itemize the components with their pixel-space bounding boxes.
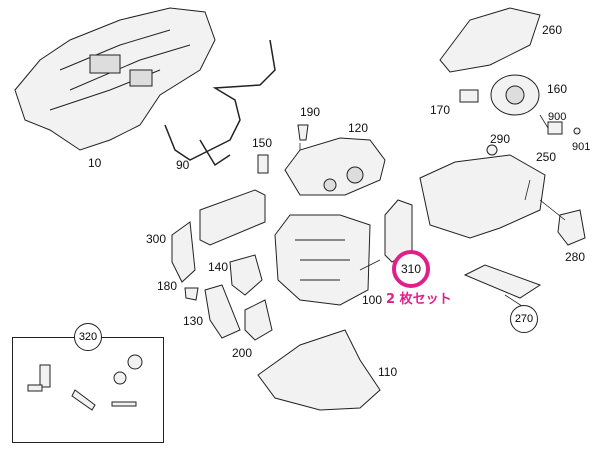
part-320-gear-a bbox=[39, 364, 51, 388]
part-320-rod bbox=[111, 401, 137, 407]
part-290-nut bbox=[486, 144, 498, 156]
label-901: 901 bbox=[572, 141, 591, 153]
label-10: 10 bbox=[88, 156, 102, 170]
part-900-sensor bbox=[547, 121, 563, 135]
label-150: 150 bbox=[252, 136, 273, 150]
label-90: 90 bbox=[176, 158, 190, 172]
label-130: 130 bbox=[183, 314, 204, 328]
label-200: 200 bbox=[232, 346, 253, 360]
callout-310: 310 bbox=[392, 250, 430, 288]
label-110: 110 bbox=[378, 365, 398, 379]
part-320-gear-b bbox=[127, 354, 143, 370]
part-200-link bbox=[244, 299, 273, 341]
part-300-bracket bbox=[171, 221, 196, 283]
label-170: 170 bbox=[430, 103, 451, 117]
label-260: 260 bbox=[542, 23, 563, 37]
label-160: 160 bbox=[547, 82, 568, 96]
part-110-tray bbox=[257, 329, 381, 411]
label-190: 190 bbox=[300, 105, 321, 119]
label-180: 180 bbox=[157, 279, 178, 293]
part-250-blower-housing bbox=[419, 154, 546, 239]
label-300: 300 bbox=[146, 232, 167, 246]
part-260-cover bbox=[439, 7, 541, 73]
part-320-gear-c bbox=[113, 371, 127, 385]
label-900: 900 bbox=[548, 111, 567, 123]
part-280-actuator bbox=[557, 209, 586, 246]
part-300b-panel bbox=[199, 189, 266, 246]
part-150-clip bbox=[257, 154, 269, 174]
label-280: 280 bbox=[565, 250, 586, 264]
part-270-filter bbox=[463, 264, 542, 299]
callout-320: 320 bbox=[74, 323, 102, 351]
label-290: 290 bbox=[490, 132, 511, 146]
part-320-lever bbox=[71, 389, 96, 411]
label-120: 120 bbox=[348, 121, 369, 135]
part-130-duct bbox=[204, 284, 241, 339]
label-250: 250 bbox=[536, 150, 557, 164]
label-140: 140 bbox=[208, 260, 229, 274]
part-180-tab bbox=[184, 287, 199, 301]
part-10-housing bbox=[14, 7, 216, 151]
note-two-piece-set: 2 枚セット bbox=[386, 292, 452, 307]
part-170-resistor bbox=[459, 89, 479, 103]
callout-270: 270 bbox=[510, 305, 538, 333]
label-100: 100 bbox=[362, 293, 383, 307]
part-320-pin bbox=[27, 384, 43, 392]
part-140-actuator bbox=[229, 254, 263, 296]
part-190-screw bbox=[297, 124, 309, 141]
inset-box-320 bbox=[12, 337, 164, 443]
part-90-harness bbox=[164, 39, 276, 161]
part-901-screw bbox=[573, 127, 581, 135]
